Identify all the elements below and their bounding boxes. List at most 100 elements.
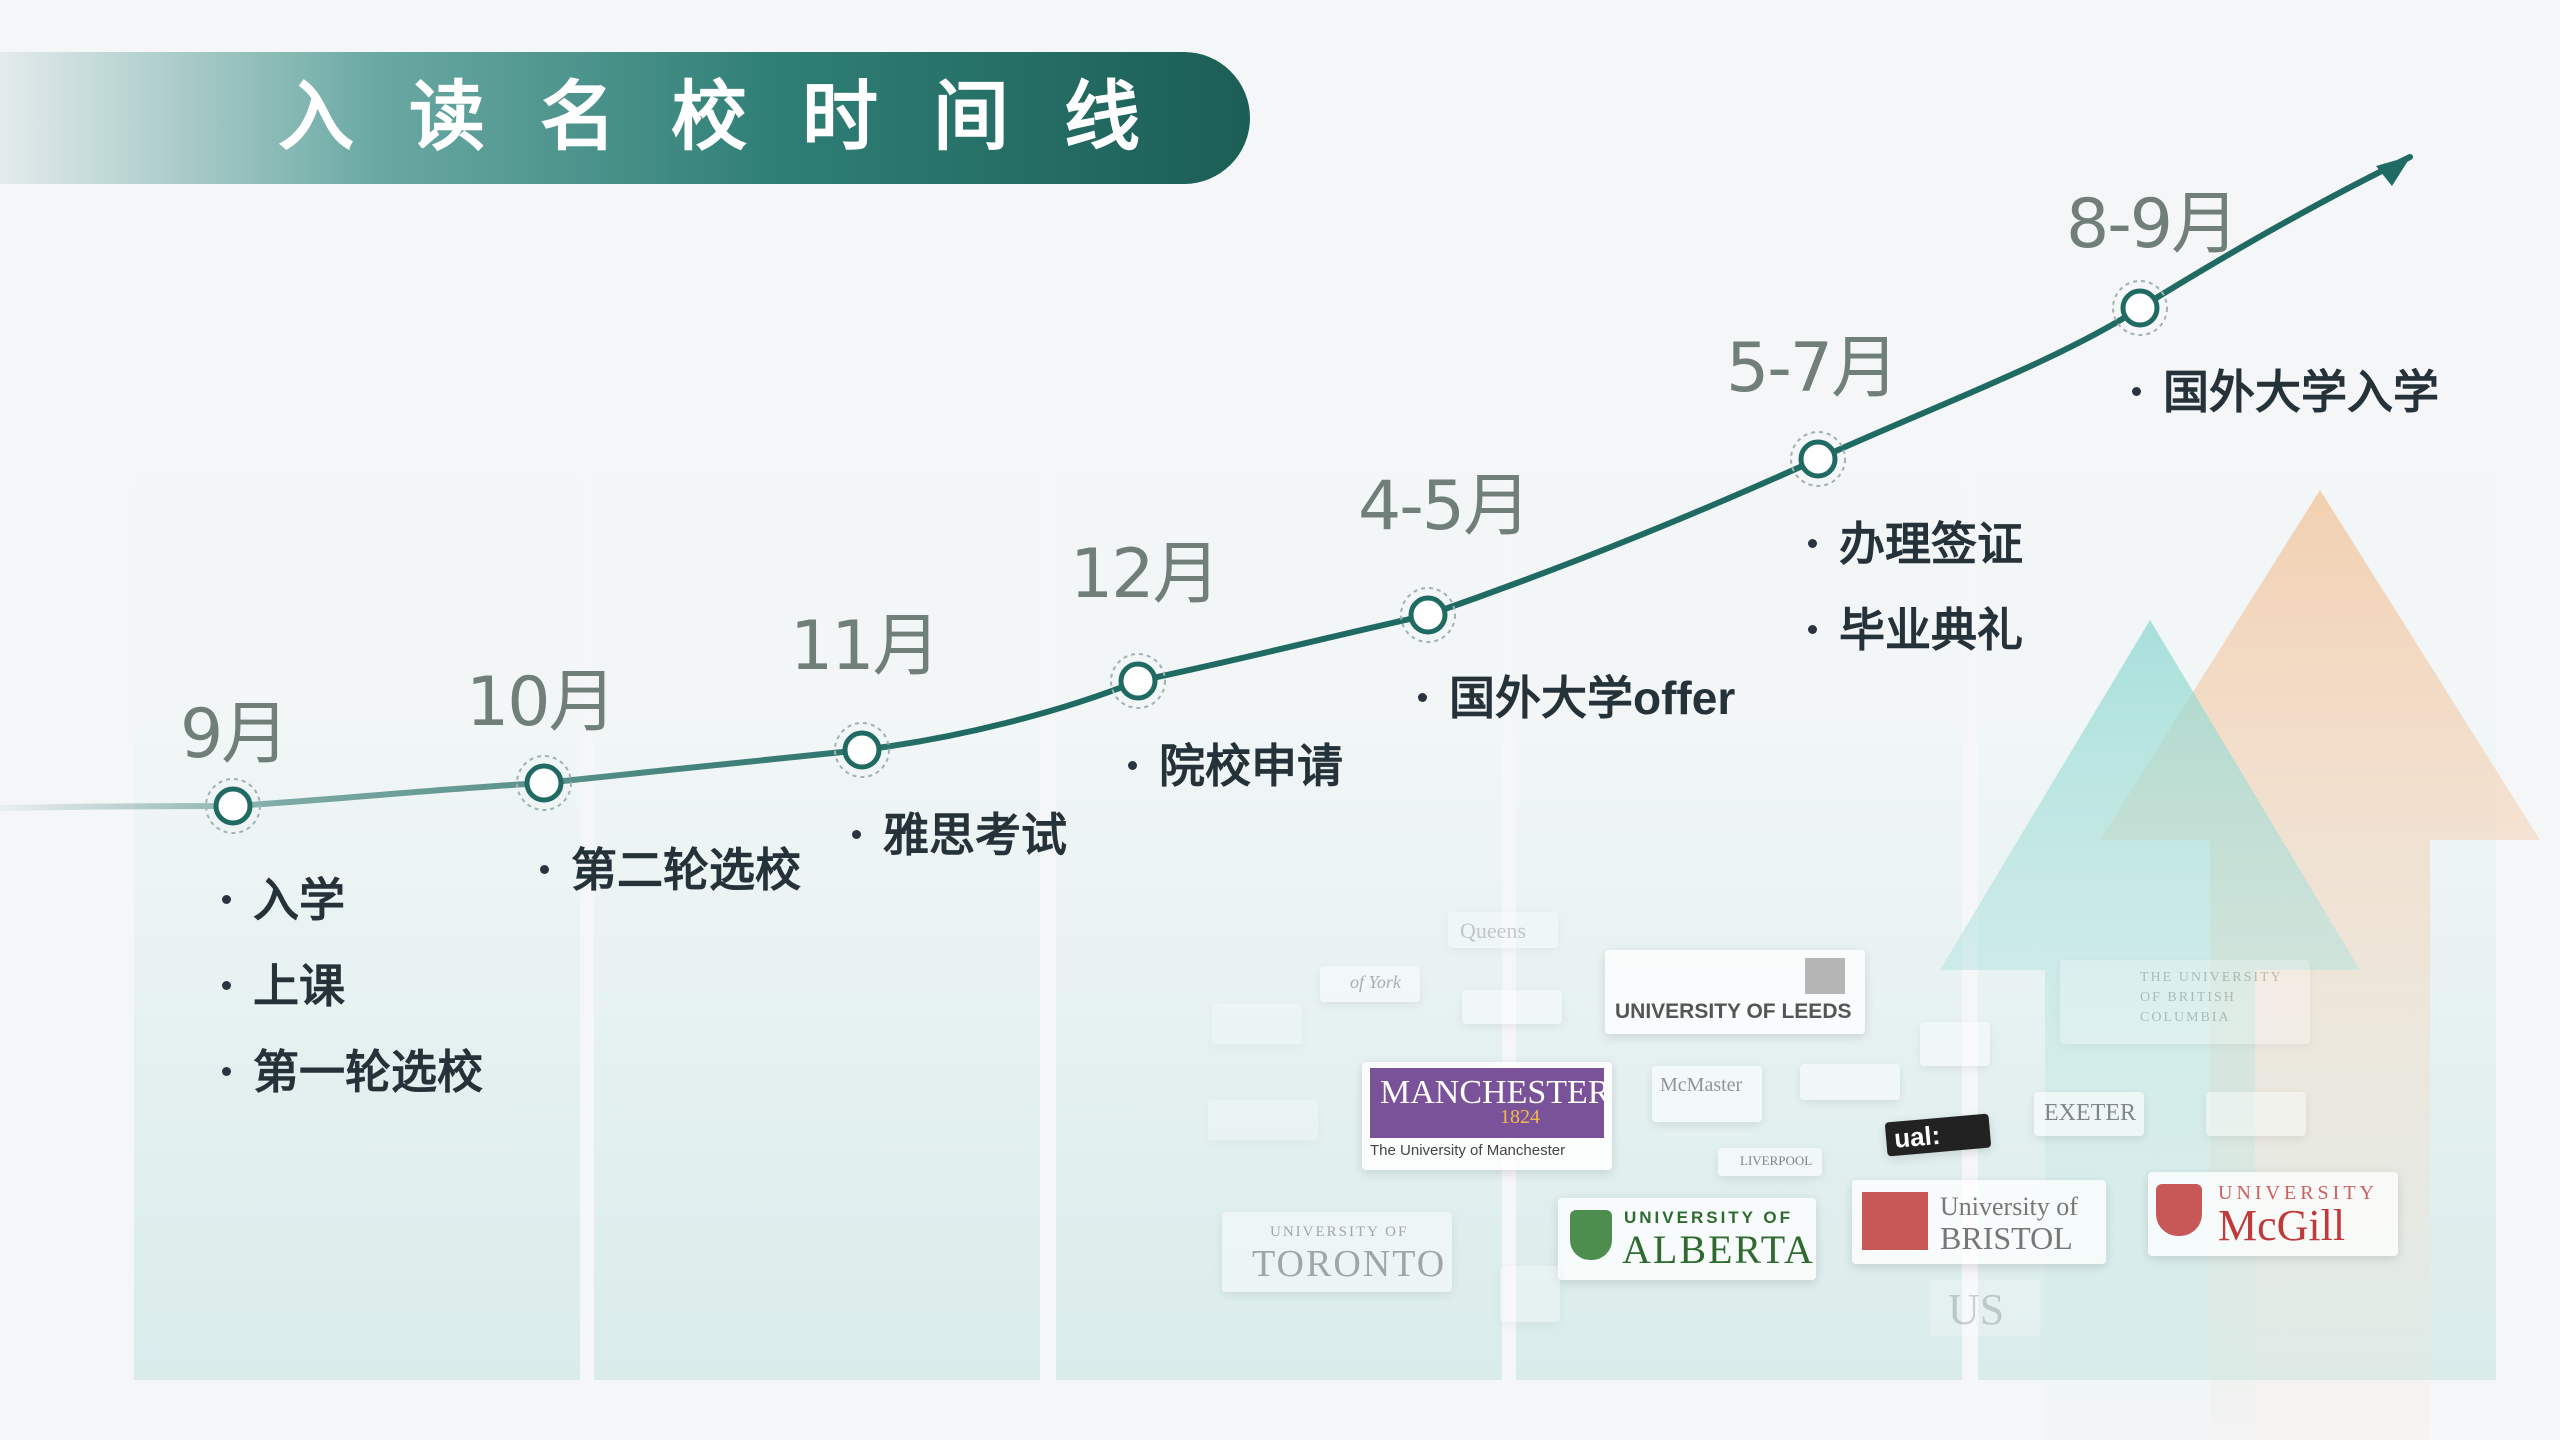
logo-bristol-text: BRISTOL [1940,1220,2073,1256]
title-banner [0,52,1250,184]
logo-leeds-text: UNIVERSITY OF LEEDS [1615,1000,1852,1023]
logo-tile [1800,1064,1900,1100]
bullet-icon [1418,693,1427,703]
logo-queens: Queens [1448,912,1558,948]
logo-tile [1208,1100,1318,1140]
timeline-event-text: 上课 [253,960,345,1012]
logo-mcgill: UNIVERSITY McGill [2148,1172,2398,1256]
timeline-event: 入学 [222,872,345,928]
logo-toronto-text: TORONTO [1252,1243,1447,1285]
timeline-event: 院校申请 [1128,738,1343,794]
logo-alberta: UNIVERSITY OF ALBERTA [1558,1198,1816,1280]
mcgill-crest-icon [2156,1184,2202,1236]
timeline-month-label: 12月 [1070,535,1221,614]
leeds-shield-icon [1805,958,1845,994]
timeline-month-label: 8-9月 [2066,185,2239,264]
bg-column [594,280,1040,1380]
bullet-icon [222,895,231,905]
timeline-event: 国外大学offer [1418,670,1735,726]
logo-tile [2206,1092,2306,1136]
logo-liverpool-text: LIVERPOOL [1740,1153,1813,1168]
logo-toronto: UNIVERSITY OF TORONTO [1222,1212,1452,1292]
timeline-event: 第一轮选校 [222,1044,483,1100]
logo-mcgill-text: McGill [2218,1201,2346,1250]
logo-us: US [1930,1280,2040,1336]
timeline-node [213,786,253,826]
logo-york-text: of York [1350,972,1401,992]
logo-mcgill-top: UNIVERSITY [2218,1182,2378,1204]
timeline-event-text: 毕业典礼 [1839,604,2023,656]
logo-manchester: MANCHESTER 1824 The University of Manche… [1362,1062,1612,1170]
page-title: 入读名校时间线 [278,75,1195,160]
logo-exeter: EXETER [2034,1092,2144,1136]
bullet-icon [540,865,549,875]
timeline-month-label: 5-7月 [1726,329,1899,408]
arrow-head-icon [2376,156,2411,186]
timeline-event: 雅思考试 [852,807,1067,863]
logo-exeter-text: EXETER [2044,1100,2136,1126]
logo-tile [1212,1004,1302,1044]
timeline-node [2120,288,2160,328]
bullet-icon [222,981,231,991]
timeline-node [1118,661,1158,701]
timeline-node-halo [1400,587,1456,643]
timeline-event: 国外大学入学 [2132,364,2439,420]
logo-tile [1462,990,1562,1024]
timeline-node-halo [2112,280,2168,336]
logo-liverpool: LIVERPOOL [1718,1148,1822,1176]
bristol-crest-icon [1862,1192,1928,1250]
timeline-event-text: 第一轮选校 [253,1046,483,1098]
bullet-icon [2132,387,2141,397]
timeline-event: 毕业典礼 [1808,602,2023,658]
logo-york: of York [1320,966,1420,1002]
logo-toronto-top: UNIVERSITY OF [1270,1224,1409,1240]
logo-ubc-text: THE UNIVERSITY OF BRITISH COLUMBIA [2140,970,2283,1025]
timeline-node [842,730,882,770]
logo-alberta-text: ALBERTA [1622,1227,1815,1272]
timeline-event-text: 办理签证 [1839,518,2023,570]
timeline-month-label: 4-5月 [1358,467,1531,546]
logo-queens-text: Queens [1460,918,1526,943]
timeline-event-text: 雅思考试 [883,809,1067,861]
timeline-node [1798,439,1838,479]
timeline-node-halo [205,778,261,834]
logo-us-text: US [1948,1285,2005,1334]
logo-tile [1920,1022,1990,1066]
timeline-event-text: 国外大学offer [1449,672,1736,724]
logo-tile [1500,1266,1560,1322]
logo-ubc: THE UNIVERSITY OF BRITISH COLUMBIA [2060,960,2310,1044]
alberta-shield-icon [1570,1210,1612,1260]
timeline-event-text: 第二轮选校 [571,844,801,896]
timeline-node-halo [516,755,572,811]
logo-alberta-top: UNIVERSITY OF [1624,1208,1794,1227]
logo-mcmaster: McMaster [1652,1066,1762,1122]
logo-leeds: UNIVERSITY OF LEEDS [1605,950,1865,1034]
timeline-line [0,154,2413,811]
timeline-event-text: 入学 [253,874,345,926]
bullet-icon [1128,761,1137,771]
timeline-node [1408,595,1448,635]
timeline-month-label: 11月 [790,607,941,686]
bullet-icon [1808,625,1817,635]
timeline-month-label: 9月 [180,695,289,774]
bg-column [1056,280,1502,1380]
logo-manchester-sub: The University of Manchester [1370,1142,1566,1159]
timeline-event-text: 院校申请 [1159,740,1343,792]
timeline-node-halo [1790,431,1846,487]
logo-manchester-year: 1824 [1500,1106,1540,1128]
timeline-node-halo [1110,653,1166,709]
timeline-node [524,763,564,803]
bg-column [134,280,580,1380]
timeline-event-text: 国外大学入学 [2163,366,2439,418]
bullet-icon [852,830,861,840]
timeline-event: 办理签证 [1808,516,2023,572]
logo-manchester-text: MANCHESTER [1380,1074,1611,1111]
logo-bristol-top: University of [1940,1192,2078,1221]
timeline-month-label: 10月 [466,663,617,742]
bullet-icon [1808,539,1817,549]
timeline-node-halo [834,722,890,778]
logo-bristol: University of BRISTOL [1852,1180,2106,1264]
timeline-event: 第二轮选校 [540,842,801,898]
